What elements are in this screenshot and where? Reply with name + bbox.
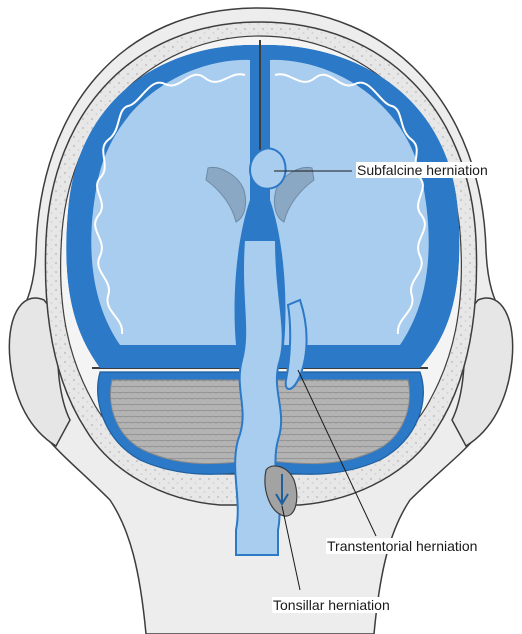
tonsillar-herniation-label: Tonsillar herniation: [272, 597, 391, 613]
subfalcine-herniation-site: [250, 148, 286, 188]
transtentorial-herniation-label: Transtentorial herniation: [326, 538, 478, 554]
subfalcine-herniation-label: Subfalcine herniation: [356, 162, 489, 178]
